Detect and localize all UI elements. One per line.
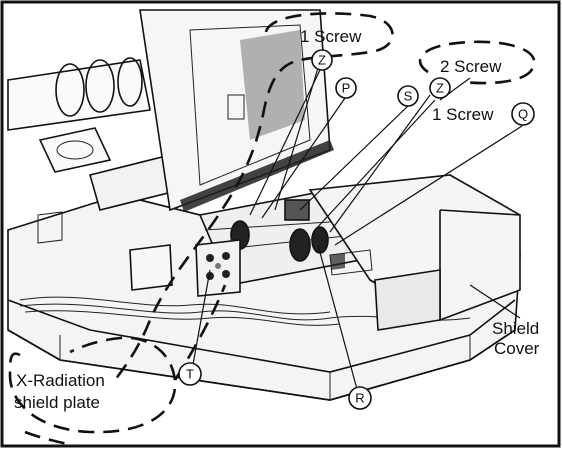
cable-harness: [19, 296, 471, 326]
label-1-screw-top: 1 Screw: [300, 27, 362, 46]
raised-lid: [139, 9, 334, 212]
xrad-callout-tail-2: [24, 430, 76, 448]
shield-plate-bracket: [195, 239, 241, 297]
callout-z-top: Z: [311, 49, 333, 71]
callout-q: Q: [511, 102, 535, 126]
callout-s: S: [397, 85, 419, 107]
left-bracket: [37, 211, 173, 291]
label-shield-cover-line1: Shield: [492, 319, 539, 338]
callout-t: T: [178, 362, 202, 386]
screw-callout-balloon-right: [418, 40, 536, 85]
callout-r-label: R: [355, 391, 364, 406]
label-1-screw-q: 1 Screw: [432, 105, 494, 124]
callout-z-top-label: Z: [318, 53, 326, 68]
label-xrad-line2: shield plate: [14, 393, 100, 412]
callout-r: R: [348, 386, 372, 410]
callout-p: P: [335, 77, 357, 99]
label-shield-cover-line2: Cover: [494, 339, 540, 358]
xrad-callout-balloon: [8, 336, 177, 434]
callout-z-right: Z: [429, 77, 451, 99]
screw-callout-balloon-top: [113, 12, 394, 381]
label-2-screw: 2 Screw: [440, 57, 502, 76]
label-xrad-line1: X-Radiation: [16, 371, 105, 390]
callout-t-label: T: [186, 367, 194, 382]
roller-assembly: [7, 57, 181, 211]
shield-cover-box: [308, 174, 521, 331]
callout-z-right-label: Z: [436, 81, 444, 96]
callout-s-label: S: [404, 89, 413, 104]
callout-p-label: P: [342, 81, 351, 96]
callout-q-label: Q: [518, 107, 528, 122]
leader-lines: [191, 67, 523, 394]
